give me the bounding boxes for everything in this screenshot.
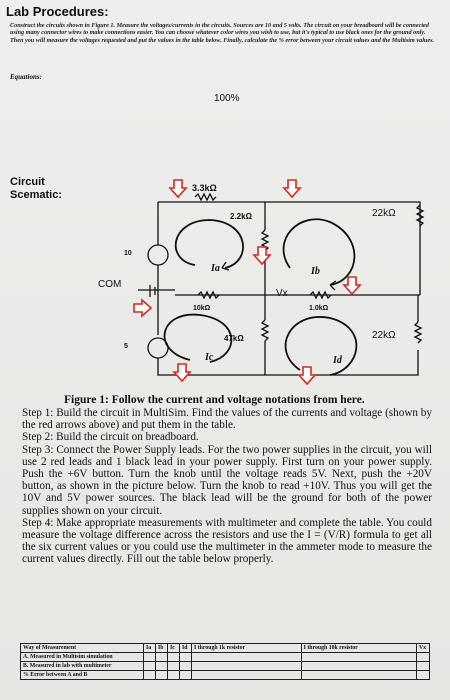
table-cell[interactable] <box>143 670 156 680</box>
table-header-cell: Ia <box>143 643 156 653</box>
resistor-22k-bottom-label: 22kΩ <box>372 330 396 341</box>
table-header-cell: Ib <box>155 643 168 653</box>
intro-paragraph: Construct the circuits shown in Figure 1… <box>10 22 435 44</box>
table-row: A. Measured in Multisim simulation <box>20 652 430 662</box>
resistor-22k-top-label: 22kΩ <box>372 208 396 219</box>
page-title: Lab Procedures: <box>6 4 109 19</box>
table-header-cell: I through 10k resistor <box>300 643 418 653</box>
table-header-row: Way of Measurement Ia Ib Ic Id I through… <box>20 643 430 653</box>
source-5-label: 5 <box>124 343 128 350</box>
circuit-schematic-label: Circuit Scematic: <box>10 176 62 202</box>
resistor-2-2k-label: 2.2kΩ <box>230 212 252 221</box>
resistor-1k-label: 1.0kΩ <box>309 305 329 312</box>
ia-label: Ia <box>211 263 220 274</box>
step-1: Step 1: Build the circuit in MultiSim. F… <box>22 407 432 432</box>
vx-label: Vx <box>276 288 288 299</box>
table-cell[interactable] <box>300 670 418 680</box>
table-cell[interactable] <box>191 661 302 671</box>
circuit-label-line1: Circuit <box>10 176 45 188</box>
table-cell[interactable] <box>191 652 302 662</box>
table-cell[interactable] <box>167 670 180 680</box>
circuit-diagram <box>133 179 425 385</box>
step-2: Step 2: Build the circuit on breadboard. <box>22 431 199 444</box>
table-cell[interactable] <box>155 652 168 662</box>
table-row: % Error between A and B <box>20 670 430 680</box>
table-header-cell: I through 1k resistor <box>191 643 302 653</box>
table-header-cell: Ic <box>167 643 180 653</box>
table-cell[interactable] <box>416 661 430 671</box>
table-cell[interactable] <box>155 670 168 680</box>
table-header-cell: Vx <box>416 643 430 653</box>
table-row-label: % Error between A and B <box>20 670 144 680</box>
ib-label: Ib <box>311 266 320 277</box>
table-row-label: A. Measured in Multisim simulation <box>20 652 144 662</box>
ic-label: Ic <box>205 352 214 363</box>
source-10-label: 10 <box>124 250 132 257</box>
table-header-cell: Way of Measurement <box>20 643 144 653</box>
table-cell[interactable] <box>167 661 180 671</box>
resistor-3-3k-label: 3.3kΩ <box>192 183 217 193</box>
step-3: Step 3: Connect the Power Supply leads. … <box>22 443 432 517</box>
table-header-cell: Id <box>179 643 192 653</box>
step-4: Step 4: Make appropriate measurements wi… <box>22 516 432 566</box>
id-label: Id <box>333 355 342 366</box>
table-cell[interactable] <box>300 661 418 671</box>
table-cell[interactable] <box>416 652 430 662</box>
table-cell[interactable] <box>179 670 192 680</box>
table-cell[interactable] <box>191 670 302 680</box>
table-row-label: B. Measured in lab with multimeter <box>20 661 144 671</box>
figure-caption: Figure 1: Follow the current and voltage… <box>64 394 365 406</box>
table-cell[interactable] <box>300 652 418 662</box>
table-cell[interactable] <box>155 661 168 671</box>
table-cell[interactable] <box>179 652 192 662</box>
resistor-10k-label: 10kΩ <box>193 305 211 312</box>
resistor-47k-label: 47kΩ <box>224 334 244 343</box>
procedure-steps: Step 1: Build the circuit in MultiSim. F… <box>22 407 432 566</box>
table-cell[interactable] <box>416 670 430 680</box>
table-row: B. Measured in lab with multimeter <box>20 661 430 671</box>
table-cell[interactable] <box>143 661 156 671</box>
circuit-label-line2: Scematic: <box>10 189 62 201</box>
zoom-level: 100% <box>214 93 240 104</box>
measurement-table: Way of Measurement Ia Ib Ic Id I through… <box>20 643 430 680</box>
equations-label: Equations: <box>10 73 42 81</box>
table-cell[interactable] <box>167 652 180 662</box>
table-cell[interactable] <box>179 661 192 671</box>
table-cell[interactable] <box>143 652 156 662</box>
com-label: COM <box>98 279 122 290</box>
